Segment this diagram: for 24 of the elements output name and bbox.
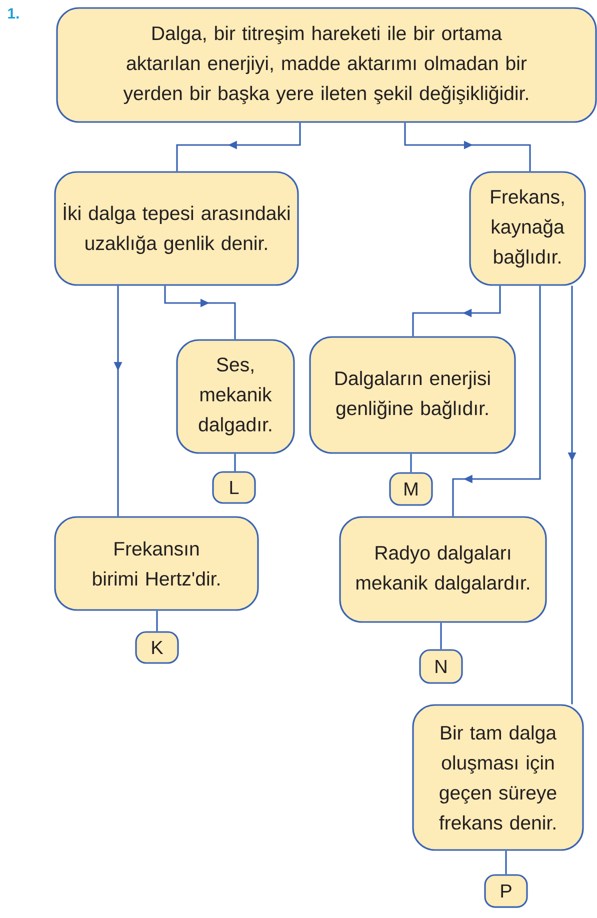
connector-line — [410, 454, 412, 472]
arrow — [404, 122, 531, 172]
connector-line — [440, 622, 442, 650]
statement-box: Bir tam dalga oluşması için geçen süreye frekans denir. — [412, 704, 584, 851]
statement-box: Radyo dalgaları mekanik dalgalardır. — [339, 516, 547, 623]
letter-box: P — [484, 874, 528, 908]
statement-box: Frekans, kaynağa bağlıdır. — [469, 171, 586, 286]
item-number: 1. — [8, 8, 19, 19]
letter-box: L — [212, 471, 256, 504]
statement-box: Dalga, bir titreşim hareketi ile bir ortama aktarılan enerjiyi, madde aktarımı olmadan bir yerden bir başka yere ileten şekil değişikliğidir. — [56, 7, 597, 123]
statement-box: İki dalga tepesi arasındaki uzaklığa genlik denir. — [54, 171, 299, 286]
connector-line — [234, 454, 236, 472]
connector-line — [505, 850, 507, 874]
arrow — [412, 286, 501, 336]
letter-box: K — [135, 631, 179, 664]
statement-box: Ses, mekanik dalgadır. — [176, 339, 295, 454]
statement-box: Frekansın birimi Hertz'dir. — [54, 516, 259, 611]
connector-line — [156, 610, 158, 632]
letter-box: M — [389, 472, 433, 506]
statement-box: Dalgaların enerjisi genliğine bağlıdır. — [309, 336, 516, 454]
arrow — [452, 286, 541, 516]
arrow — [164, 286, 236, 340]
arrow — [176, 122, 301, 172]
letter-box: N — [419, 649, 463, 684]
